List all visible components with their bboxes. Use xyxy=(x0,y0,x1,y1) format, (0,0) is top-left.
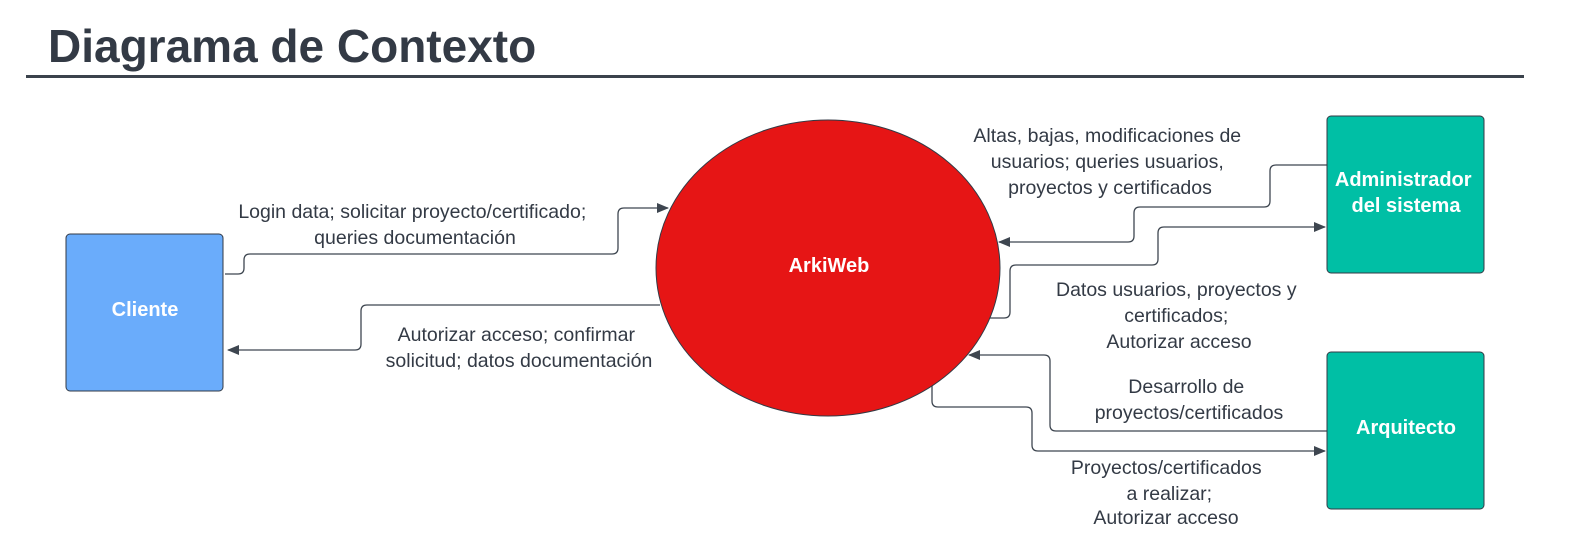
edge-cliente-to-arkiweb xyxy=(225,203,669,275)
flow-label-line: queries documentación xyxy=(314,227,516,249)
flow-label-line: certificados; xyxy=(1124,305,1228,327)
flow-label-arkiweb-to-arquitecto: Proyectos/certificados a realizar; Autor… xyxy=(1071,457,1267,529)
admin-label-line: del sistema xyxy=(1352,195,1462,217)
flow-label-line: proyectos/certificados xyxy=(1095,402,1284,424)
flow-label-line: Autorizar acceso xyxy=(1093,507,1238,529)
flow-label-line: Altas, bajas, modificaciones de xyxy=(973,125,1241,147)
flow-label-arkiweb-to-cliente: Autorizar acceso; confirmar solicitud; d… xyxy=(386,324,653,372)
flow-label-line: Autorizar acceso xyxy=(1106,331,1251,353)
edge-arkiweb-to-arquitecto xyxy=(931,384,1326,456)
flow-label-line: usuarios; queries usuarios, xyxy=(991,151,1224,173)
flow-label-arquitecto-to-arkiweb: Desarrollo de proyectos/certificados xyxy=(1095,376,1284,424)
edge-arkiweb-to-cliente xyxy=(227,304,660,355)
cliente-label-line: Cliente xyxy=(112,299,179,321)
edge-arkiweb-to-admin xyxy=(990,222,1326,319)
arquitecto-label: Arquitecto xyxy=(1356,417,1456,439)
arquitecto-label-line: Arquitecto xyxy=(1356,417,1456,439)
admin-entity xyxy=(1326,115,1485,274)
flow-label-cliente-to-arkiweb: Login data; solicitar proyecto/certifica… xyxy=(238,201,591,249)
flow-label-line: Autorizar acceso; confirmar xyxy=(398,324,636,346)
edge-arquitecto-to-arkiweb xyxy=(968,350,1327,432)
flow-label-line: Desarrollo de xyxy=(1128,376,1244,398)
arkiweb-process xyxy=(655,119,1001,417)
flow-label-line: solicitud; datos documentación xyxy=(386,350,653,372)
flow-label-line: Proyectos/certificados xyxy=(1071,457,1262,479)
flow-label-line: a realizar; xyxy=(1126,483,1212,505)
flow-label-admin-to-arkiweb: Altas, bajas, modificaciones de usuarios… xyxy=(973,125,1246,199)
flow-label-line: Datos usuarios, proyectos y xyxy=(1056,279,1297,301)
arkiweb-label: ArkiWeb xyxy=(789,255,870,277)
admin-label: Administrador del sistema xyxy=(1335,169,1477,217)
flow-label-line: Login data; solicitar proyecto/certifica… xyxy=(238,201,586,223)
cliente-entity xyxy=(65,233,224,392)
flow-label-line: proyectos y certificados xyxy=(1008,177,1212,199)
admin-label-line: Administrador xyxy=(1335,169,1472,191)
title-underline xyxy=(26,75,1524,78)
flow-label-arkiweb-to-admin: Datos usuarios, proyectos y certificados… xyxy=(1056,279,1302,353)
arkiweb-label-line: ArkiWeb xyxy=(789,255,870,277)
arquitecto-entity xyxy=(1326,351,1485,510)
page-title: Diagrama de Contexto xyxy=(48,20,537,72)
edge-admin-to-arkiweb xyxy=(998,164,1327,247)
cliente-label: Cliente xyxy=(112,299,179,321)
